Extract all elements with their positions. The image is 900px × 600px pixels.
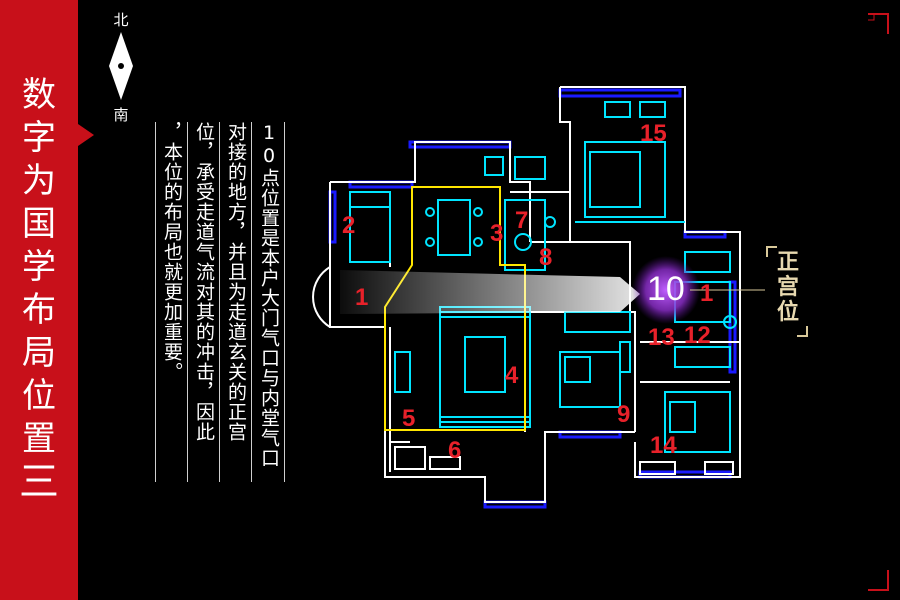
column-divider [155,122,156,482]
side-banner [0,0,78,600]
room-label-3: 3 [490,220,504,247]
callout-bracket-right [797,326,808,337]
callout-char: 位 [776,299,799,325]
room-label-11: 1 [700,280,714,307]
description-col-2: 对接的地方，并且为走道玄关的正宫 [225,122,247,442]
description-col-3: 位，承受走道气流对其的冲击，因此 [193,122,215,442]
title-suffix: 三 [19,459,59,505]
callout-char: 宫 [776,274,799,300]
compass-south-label: 南 [113,106,129,124]
column-divider [251,122,252,482]
floor-plan [312,86,765,509]
room-label-4: 4 [505,362,519,389]
room-label-5: 5 [402,405,416,432]
banner-title: 数 字 为 国 学 布 局 位 置 三 [18,74,60,504]
room-label-15: 15 [640,120,667,147]
room-label-14: 14 [650,432,677,459]
title-char: 置 [22,419,56,459]
compass-north-label: 北 [113,11,129,29]
column-divider [187,122,188,482]
title-char: 学 [22,247,56,287]
room-label-1: 1 [355,284,369,311]
room-label-9: 9 [617,401,631,428]
column-divider [284,122,285,482]
corner-decoration-top-right [868,13,889,34]
compass-needle-icon [109,32,133,100]
callout-bracket-left [766,246,777,257]
title-char: 为 [22,161,56,201]
room-label-8: 8 [539,244,553,271]
room-label-6: 6 [448,437,462,464]
title-char: 字 [22,118,56,158]
zhenggong-glow [632,256,700,324]
corner-decoration-bottom-right [868,570,889,591]
room-label-7: 7 [515,207,529,234]
description-col-4: ，本位的布局也就更加重要。 [161,122,183,382]
title-char: 位 [22,376,56,416]
banner-arrow [78,124,94,146]
callout-char: 正 [776,249,799,275]
title-char: 国 [22,204,56,244]
title-char: 布 [22,290,56,330]
room-label-10: 10 [647,270,685,308]
airflow-beam [340,270,640,314]
room-label-13: 13 [648,324,675,351]
column-divider [219,122,220,482]
zhenggong-label: 正 宫 位 [773,250,803,325]
room-label-2: 2 [342,212,356,239]
title-char: 局 [22,333,56,373]
room-label-12: 12 [684,322,711,349]
title-char: 数 [22,75,56,115]
description-col-1: 10点位置是本户大门气口与内堂气口 [258,122,280,468]
